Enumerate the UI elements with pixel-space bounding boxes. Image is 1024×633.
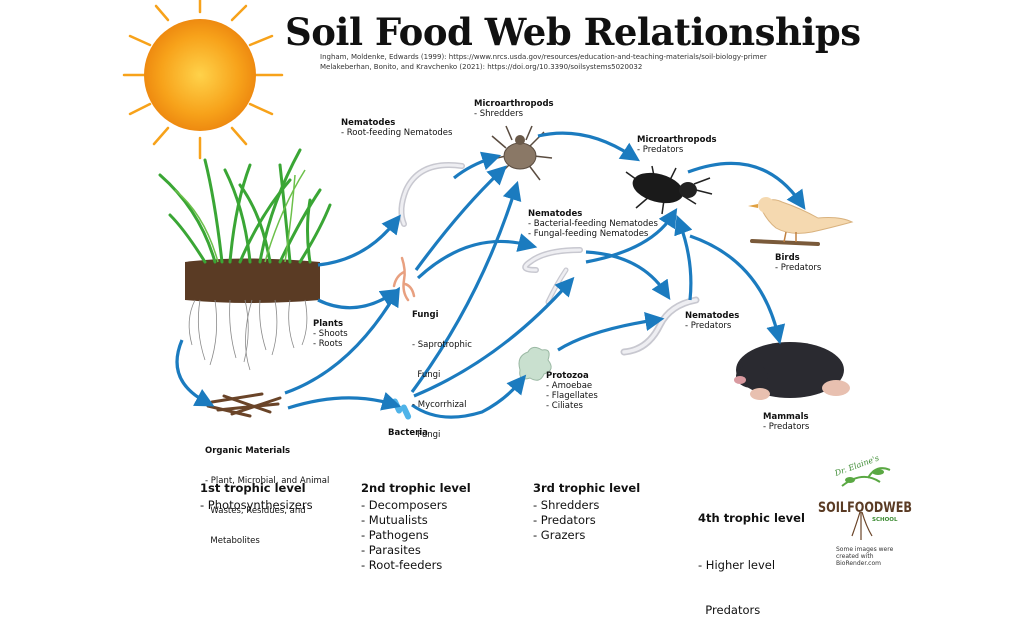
label-microarthropods-predators: Microarthropods - Predators xyxy=(637,135,717,155)
trophic-level-3: 3rd trophic level - Shredders - Predator… xyxy=(533,481,640,543)
label-item: - Bacterial-feeding Nematodes xyxy=(528,219,658,229)
logo-line2: SOILFOODWEB xyxy=(818,500,912,516)
arrow-mite-beetle xyxy=(538,133,632,156)
label-fungi: Fungi - Saprotrophic Fungi - Mycorrhizal… xyxy=(412,290,472,450)
label-item: - Shoots xyxy=(313,329,348,339)
mole-icon xyxy=(734,342,850,400)
trophic-item: - Decomposers xyxy=(361,498,471,513)
label-title: Nematodes xyxy=(685,311,739,321)
label-title: Organic Materials xyxy=(205,446,329,456)
label-item: - Predators xyxy=(637,145,717,155)
label-nematodes-root: Nematodes - Root-feeding Nematodes xyxy=(341,118,452,138)
label-title: Microarthropods xyxy=(474,99,554,109)
label-birds: Birds - Predators xyxy=(775,253,821,273)
trophic-item: - Mutualists xyxy=(361,513,471,528)
arrow-plants-nematode-root xyxy=(318,222,395,265)
arrow-fungi-mite xyxy=(416,172,500,270)
arrow-beetle-bird xyxy=(688,163,800,202)
trophic-level-2: 2nd trophic level - Decomposers - Mutual… xyxy=(361,481,471,573)
label-title: Protozoa xyxy=(546,371,598,381)
food-web-diagram: Dr. Elaine's SOILFOODWEB SCHOOL xyxy=(0,0,1024,576)
label-item: Fungi xyxy=(412,430,472,440)
bacteria-icon xyxy=(391,397,412,420)
citation-1: Ingham, Moldenke, Edwards (1999): https:… xyxy=(320,53,767,61)
label-item: - Ciliates xyxy=(546,401,598,411)
trophic-item: - Root-feeders xyxy=(361,558,471,573)
trophic-item: - Shredders xyxy=(533,498,640,513)
beetle-icon xyxy=(626,166,712,214)
label-nematodes-feeding: Nematodes - Bacterial-feeding Nematodes … xyxy=(528,209,658,239)
label-item: Fungi xyxy=(412,370,472,380)
label-nematodes-predators: Nematodes - Predators xyxy=(685,311,739,331)
trophic-title: 3rd trophic level xyxy=(533,481,640,496)
organic-materials-icon xyxy=(208,394,280,416)
trophic-title: 4th trophic level xyxy=(698,511,805,526)
label-title: Mammals xyxy=(763,412,809,422)
bird-icon xyxy=(748,197,852,244)
label-title: Plants xyxy=(313,319,348,329)
citation-2: Melakeberhan, Bonito, and Kravchenko (20… xyxy=(320,63,642,71)
arrow-plants-fungi xyxy=(318,294,392,308)
logo-line1: Dr. Elaine's xyxy=(833,454,881,479)
arrow-nematode-predator-beetle xyxy=(680,224,691,300)
label-item: - Predators xyxy=(763,422,809,432)
trophic-title: 1st trophic level xyxy=(200,481,313,496)
label-item: - Fungal-feeding Nematodes xyxy=(528,229,658,239)
trophic-item: - Higher level xyxy=(698,558,805,573)
label-item: - Shredders xyxy=(474,109,554,119)
label-item: - Predators xyxy=(685,321,739,331)
trophic-item: - Predators xyxy=(533,513,640,528)
label-item: - Flagellates xyxy=(546,391,598,401)
label-title: Fungi xyxy=(412,310,472,320)
label-plants: Plants - Shoots - Roots xyxy=(313,319,348,349)
label-item: - Root-feeding Nematodes xyxy=(341,128,452,138)
trophic-item: - Grazers xyxy=(533,528,640,543)
trophic-level-1: 1st trophic level - Photosynthesizers xyxy=(200,481,313,513)
nematode-feeding-icon xyxy=(525,250,580,302)
arrow-organic-bacteria xyxy=(288,398,392,408)
label-item: - Mycorrhizal xyxy=(412,400,472,410)
trophic-item: - Photosynthesizers xyxy=(200,498,313,513)
label-title: Nematodes xyxy=(341,118,452,128)
label-item: - Predators xyxy=(775,263,821,273)
soil-food-web-logo: Dr. Elaine's SOILFOODWEB SCHOOL xyxy=(818,454,912,540)
label-item: - Amoebae xyxy=(546,381,598,391)
trophic-item: - Pathogens xyxy=(361,528,471,543)
label-item: - Saprotrophic xyxy=(412,340,472,350)
nematode-root-icon xyxy=(401,165,462,224)
sun-icon xyxy=(124,0,282,158)
label-mammals: Mammals - Predators xyxy=(763,412,809,432)
trophic-item: Predators xyxy=(698,603,805,618)
plant-illustration xyxy=(160,150,330,370)
trophic-title: 2nd trophic level xyxy=(361,481,471,496)
page-title: Soil Food Web Relationships xyxy=(285,10,861,54)
label-title: Birds xyxy=(775,253,821,263)
label-item: - Roots xyxy=(313,339,348,349)
fungi-icon xyxy=(394,258,414,300)
label-title: Nematodes xyxy=(528,209,658,219)
label-protozoa: Protozoa - Amoebae - Flagellates - Cilia… xyxy=(546,371,598,411)
label-microarthropods-shredders: Microarthropods - Shredders xyxy=(474,99,554,119)
logo-line3: SCHOOL xyxy=(872,517,898,523)
trophic-level-4: 4th trophic level - Higher level Predato… xyxy=(698,481,805,633)
trophic-item: - Parasites xyxy=(361,543,471,558)
label-title: Microarthropods xyxy=(637,135,717,145)
label-item: Metabolites xyxy=(205,536,329,546)
biorender-note: Some images were created with BioRender.… xyxy=(836,546,906,567)
